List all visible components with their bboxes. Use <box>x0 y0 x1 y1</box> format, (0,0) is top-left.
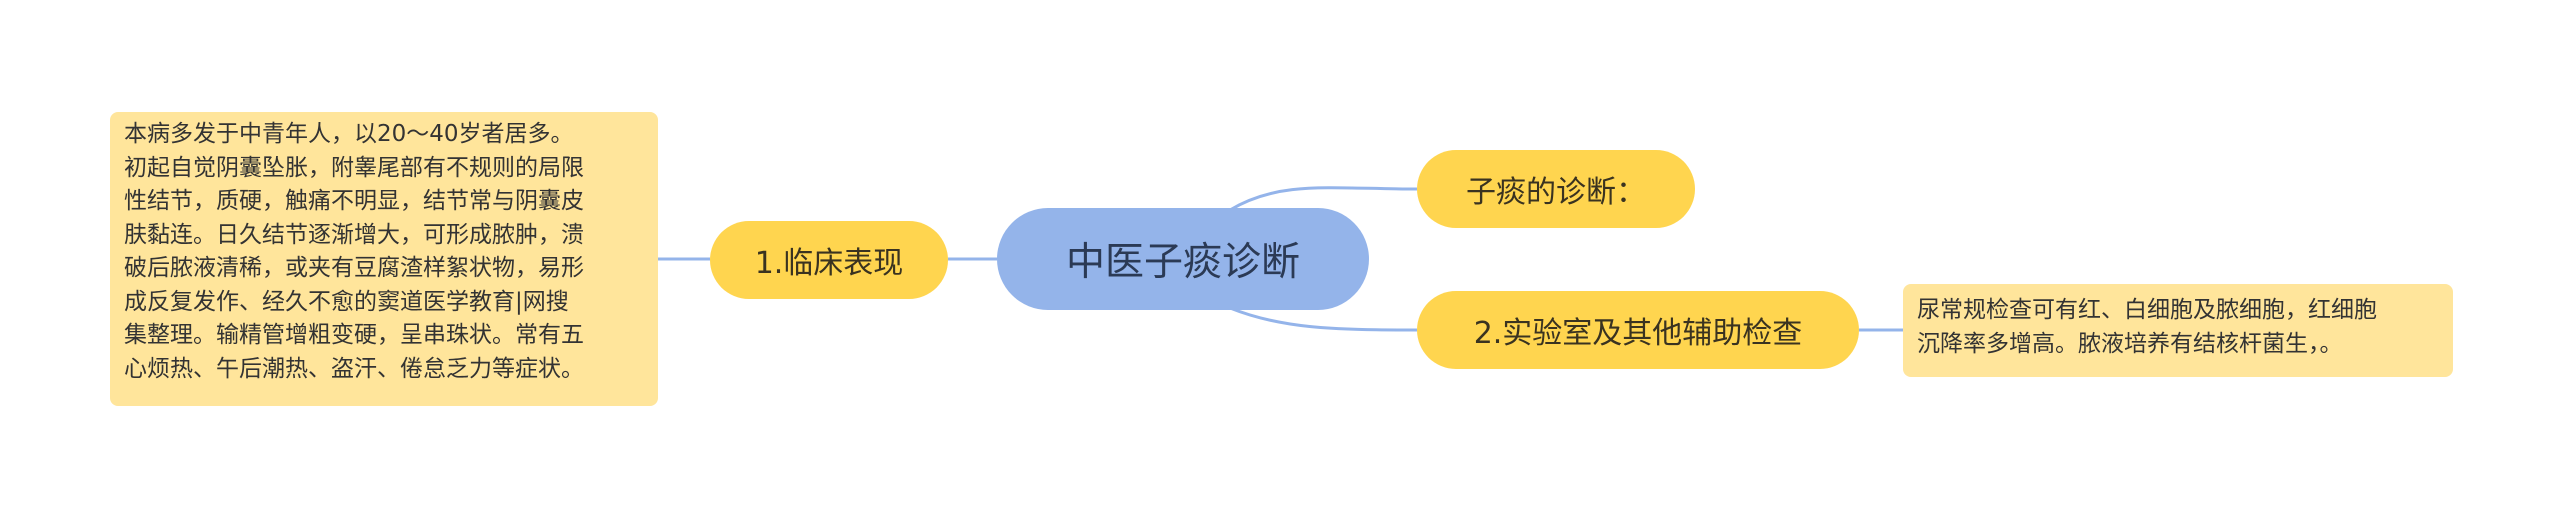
branch-clinical-manifestations[interactable]: 1.临床表现 <box>710 221 948 299</box>
branch-lab-tests[interactable]: 2.实验室及其他辅助检查 <box>1417 291 1859 369</box>
branch-lab-label: 2.实验室及其他辅助检查 <box>1473 316 1803 351</box>
clinical-line-5: 破后脓液清稀，或夹有豆腐渣样絮状物，易形 <box>124 255 584 281</box>
root-topic-label: 中医子痰诊断 <box>1065 240 1300 285</box>
clinical-line-7: 集整理。输精管增粗变硬，呈串珠状。常有五 <box>124 322 584 348</box>
clinical-line-1: 本病多发于中青年人，以20～40岁者居多。 <box>124 121 574 147</box>
root-topic[interactable]: 中医子痰诊断 <box>997 208 1369 310</box>
link-root-lab <box>1229 306 1418 332</box>
clinical-line-6: 成反复发作、经久不愈的窦道医学教育|网搜 <box>124 288 569 315</box>
link-root-diagnosis <box>1229 186 1418 212</box>
clinical-line-3: 性结节，质硬，触痛不明显，结节常与阴囊皮 <box>124 188 584 214</box>
clinical-line-8: 心烦热、午后潮热、盗汗、倦怠乏力等症状。 <box>124 355 584 382</box>
branch-diagnosis-label: 子痰的诊断： <box>1466 175 1646 210</box>
clinical-detail-text: 本病多发于中青年人，以20～40岁者居多。 初起自觉阴囊坠胀，附睾尾部有不规则的… <box>124 118 584 386</box>
branch-clinical-label: 1.临床表现 <box>754 246 904 281</box>
lab-detail-note[interactable]: 尿常规检查可有红、白细胞及脓细胞，红细胞 沉降率多增高。脓液培养有结核杆菌生，。 <box>1903 284 2453 377</box>
clinical-detail-note[interactable]: 本病多发于中青年人，以20～40岁者居多。 初起自觉阴囊坠胀，附睾尾部有不规则的… <box>110 112 658 406</box>
clinical-line-4: 肤黏连。日久结节逐渐增大，可形成脓肿，溃 <box>124 221 584 248</box>
branch-diagnosis[interactable]: 子痰的诊断： <box>1417 150 1695 228</box>
lab-line-1: 尿常规检查可有红、白细胞及脓细胞，红细胞 <box>1917 297 2377 323</box>
lab-line-2: 沉降率多增高。脓液培养有结核杆菌生，。 <box>1917 330 2343 357</box>
lab-detail-text: 尿常规检查可有红、白细胞及脓细胞，红细胞 沉降率多增高。脓液培养有结核杆菌生，。 <box>1917 294 2377 361</box>
clinical-line-2: 初起自觉阴囊坠胀，附睾尾部有不规则的局限 <box>124 154 584 181</box>
